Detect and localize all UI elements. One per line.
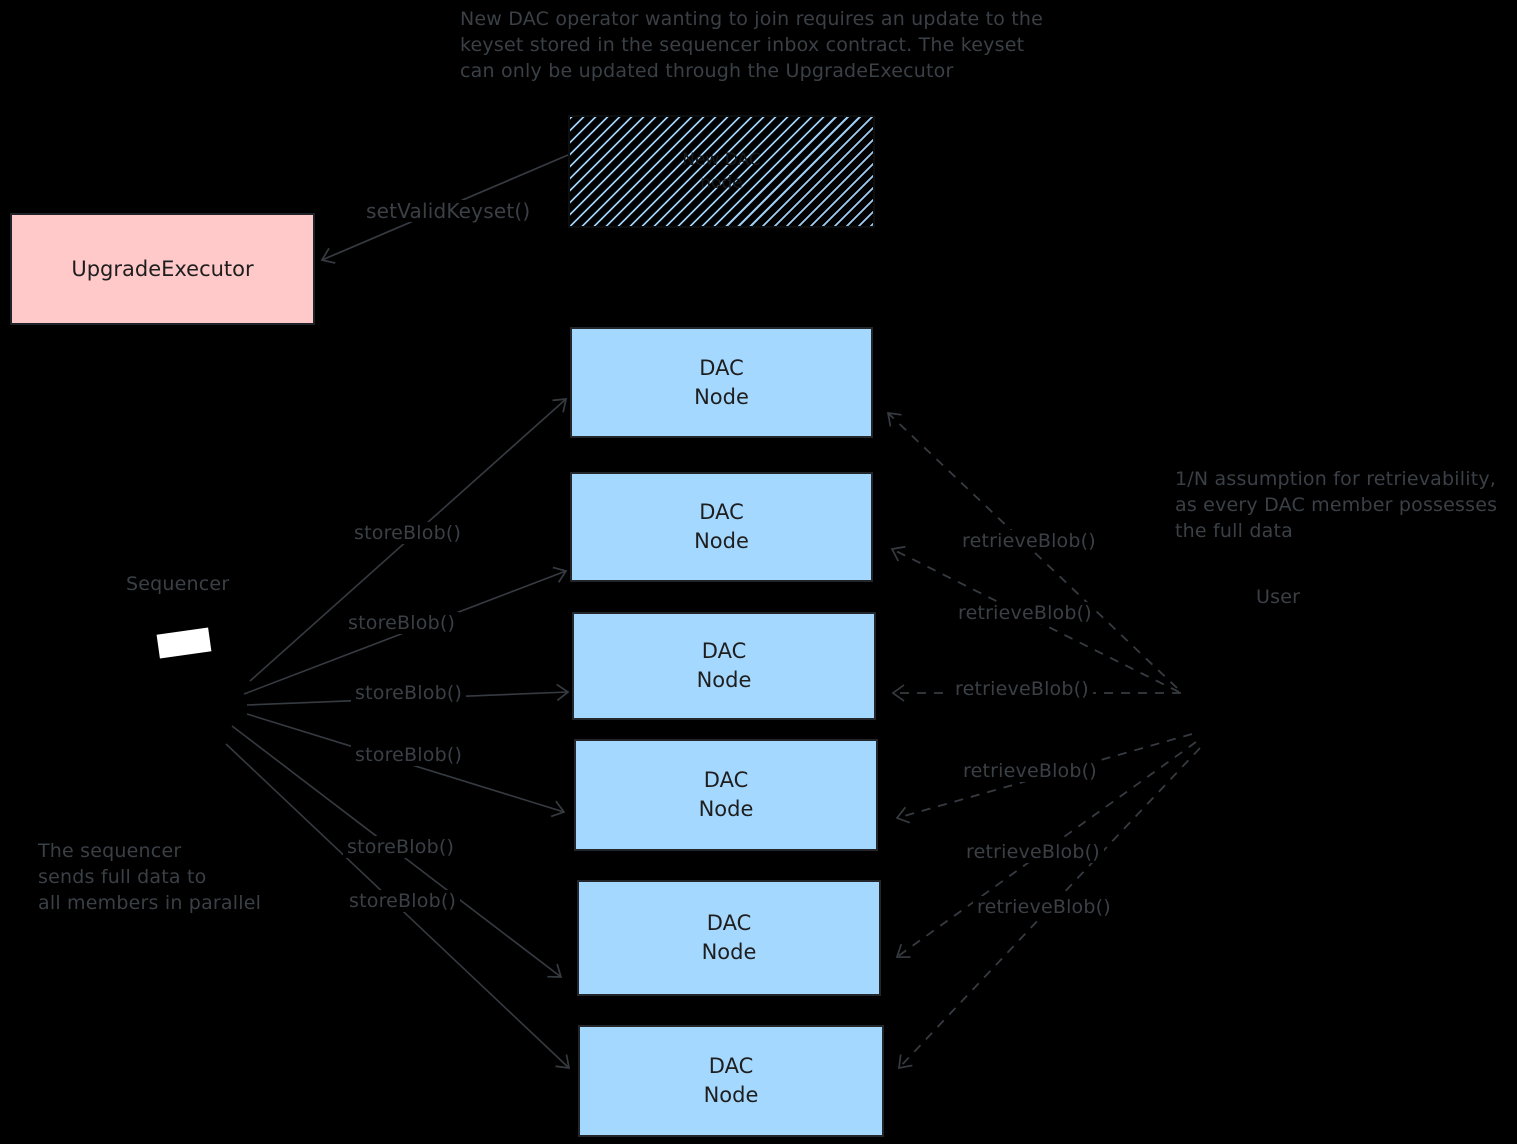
store-blob-label-1: storeBlob() [350,522,466,544]
retrieve-blob-label-5: retrieveBlob() [962,841,1104,863]
dac-node-box-3: DAC Node [572,612,876,720]
new-dac-node-label: New DAC node [682,149,761,193]
store-blob-label-5: storeBlob() [343,836,459,858]
dac-node-label: DAC Node [701,911,757,964]
store-blob-label-4: storeBlob() [351,744,467,766]
store-blob-label-2: storeBlob() [344,612,460,634]
sequencer-parallel-note: The sequencer sends full data to all mem… [38,840,262,914]
retrieve-blob-label-6: retrieveBlob() [973,896,1115,918]
dac-node-box-1: DAC Node [570,327,873,438]
set-valid-keyset-label: setValidKeyset() [362,200,535,222]
dac-node-box-6: DAC Node [578,1025,884,1137]
top-note: New DAC operator wanting to join require… [460,8,1044,82]
retrieve-blob-label-3: retrieveBlob() [951,678,1093,700]
dac-node-box-4: DAC Node [574,739,878,851]
retrieve-blob-label-1: retrieveBlob() [958,530,1100,552]
dac-node-box-2: DAC Node [570,472,873,582]
retrieve-blob-label-4: retrieveBlob() [959,760,1101,782]
sequencer-laptop-screen-icon [156,627,212,659]
upgrade-executor-box: UpgradeExecutor [10,213,315,325]
new-dac-node-box: New DAC node [568,115,875,228]
upgrade-executor-label: UpgradeExecutor [71,256,254,281]
dac-node-label: DAC Node [696,639,752,692]
sequencer-label: Sequencer [122,573,234,595]
dac-node-label: DAC Node [703,1054,759,1107]
dac-node-label: DAC Node [698,768,754,821]
store-blob-label-6: storeBlob() [345,890,461,912]
user-label: User [1252,586,1305,608]
store-blob-label-3: storeBlob() [351,682,467,704]
dac-node-label: DAC Node [694,355,749,409]
dac-node-label: DAC Node [694,500,749,553]
retrievability-note: 1/N assumption for retrievability, as ev… [1175,468,1498,542]
dac-node-box-5: DAC Node [577,880,881,996]
retrieve-blob-label-2: retrieveBlob() [954,602,1096,624]
